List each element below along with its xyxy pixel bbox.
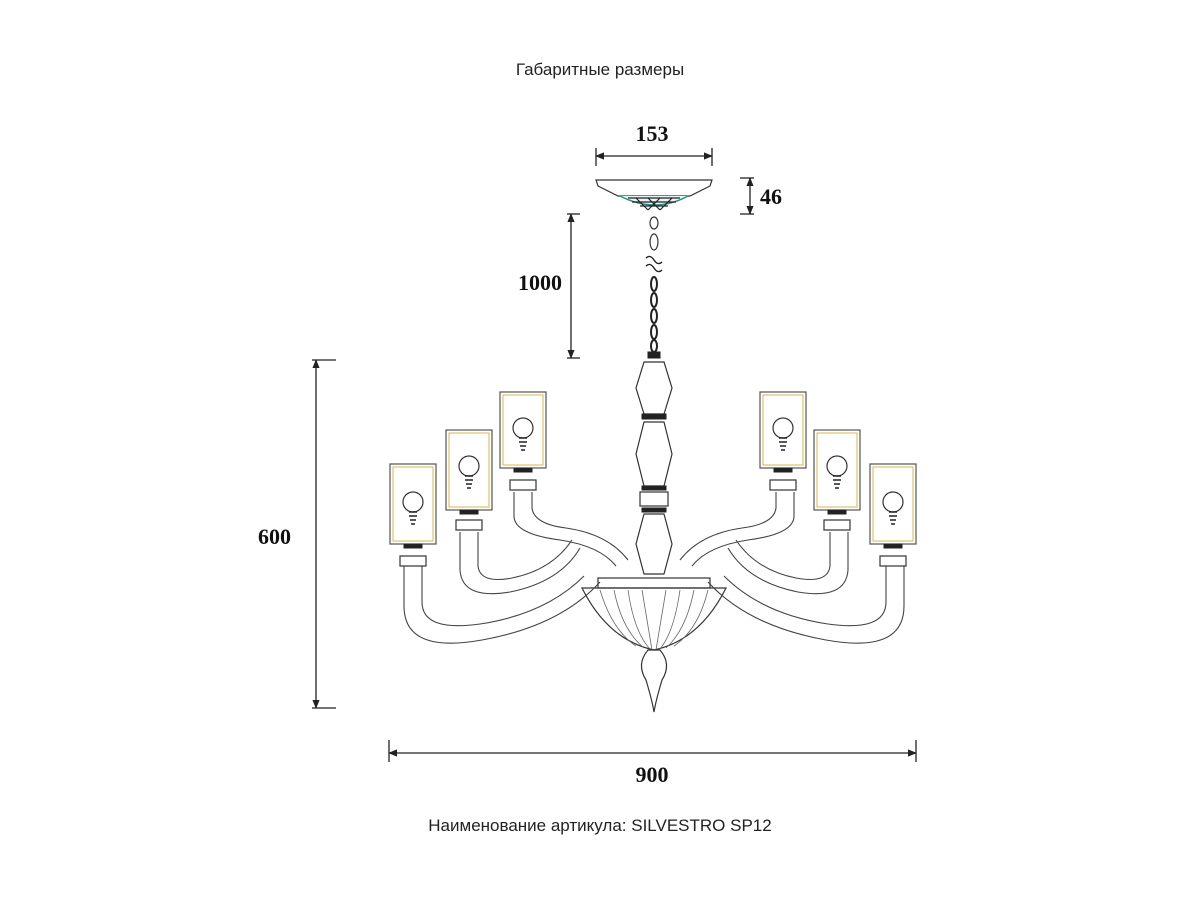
lamp-inner-right bbox=[759, 391, 807, 491]
height-dimension: 600 bbox=[258, 359, 336, 709]
drawing-title: Габаритные размеры bbox=[515, 60, 685, 79]
lamp-outer-left bbox=[389, 463, 437, 567]
arms bbox=[403, 492, 905, 644]
bowl bbox=[581, 577, 727, 713]
canopy-width-dimension: 153 bbox=[595, 121, 713, 166]
chain-length-label: 1000 bbox=[518, 270, 562, 295]
canopy bbox=[595, 179, 713, 211]
chain-length-dimension: 1000 bbox=[518, 213, 580, 359]
central-column bbox=[635, 351, 673, 575]
article-name: Наименование артикула: SILVESTRO SP12 bbox=[428, 816, 772, 835]
lamp-middle-left bbox=[445, 429, 493, 531]
canopy-width-label: 153 bbox=[636, 121, 669, 146]
lamp-middle-right bbox=[813, 429, 861, 531]
canopy-height-label: 46 bbox=[760, 184, 782, 209]
lamp-inner-left bbox=[499, 391, 547, 491]
height-label: 600 bbox=[258, 524, 291, 549]
width-label: 900 bbox=[636, 762, 669, 787]
chain bbox=[645, 216, 663, 353]
canopy-height-dimension: 46 bbox=[740, 177, 782, 215]
lamp-outer-right bbox=[869, 463, 917, 567]
width-dimension: 900 bbox=[388, 740, 917, 787]
